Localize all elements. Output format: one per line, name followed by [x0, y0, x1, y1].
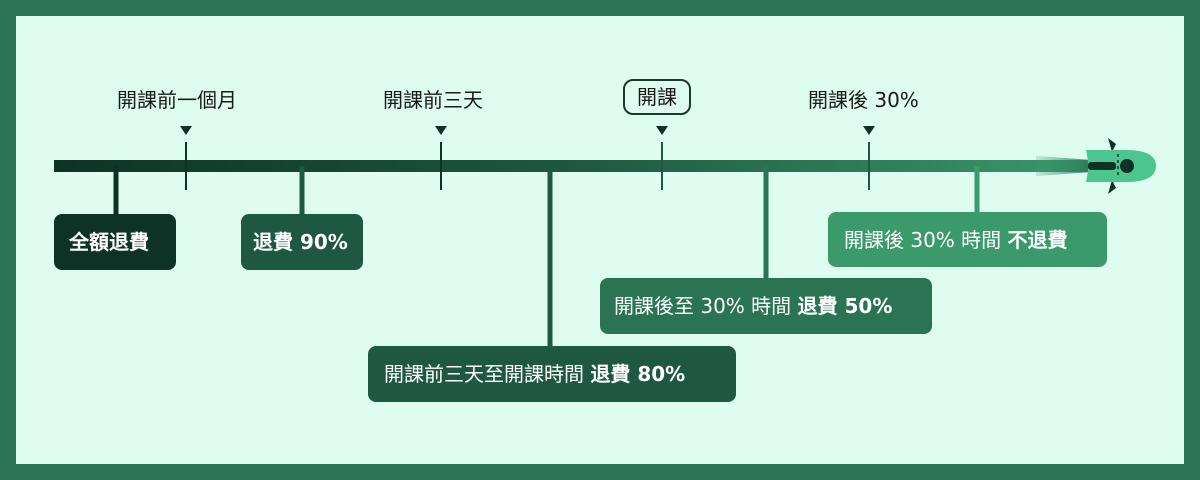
rocket-exhaust [1036, 156, 1092, 176]
refund-pill-full: 全額退費 [54, 214, 176, 270]
refund-pill-80: 開課前三天至開課時間 退費 80% [368, 346, 736, 402]
refund-amount: 不退費 [1007, 227, 1068, 252]
milestone-label-three-days-before: 開課前三天 [383, 88, 483, 112]
triangle-marker-icon [180, 126, 192, 135]
refund-amount: 退費 50% [797, 294, 893, 318]
refund-period: 開課後 30% 時間 [844, 227, 1002, 252]
rocket-icon [1086, 138, 1156, 194]
milestone-label-one-month-before: 開課前一個月 [117, 88, 237, 112]
timeline-graphic [54, 126, 1156, 348]
refund-amount: 退費 80% [590, 362, 686, 386]
timeline-canvas: 開課前一個月 開課前三天 開課 開課後 30% 全額退費 退費 90% 開課前三… [16, 16, 1184, 464]
refund-pill-50: 開課後至 30% 時間 退費 50% [600, 278, 932, 334]
triangle-marker-icon [435, 126, 447, 135]
refund-amount: 退費 90% [253, 230, 348, 254]
milestone-label-course-start: 開課 [623, 79, 691, 115]
triangle-marker-icon [656, 126, 668, 135]
refund-pill-90: 退費 90% [241, 214, 363, 270]
milestone-label-after-30-percent: 開課後 30% [808, 88, 919, 112]
triangle-marker-icon [863, 126, 875, 135]
timeline-bar [54, 160, 1094, 172]
refund-pill-none: 開課後 30% 時間 不退費 [828, 212, 1107, 267]
refund-period: 開課後至 30% 時間 [614, 294, 792, 318]
refund-amount: 全額退費 [69, 230, 149, 254]
refund-period: 開課前三天至開課時間 [384, 362, 584, 386]
